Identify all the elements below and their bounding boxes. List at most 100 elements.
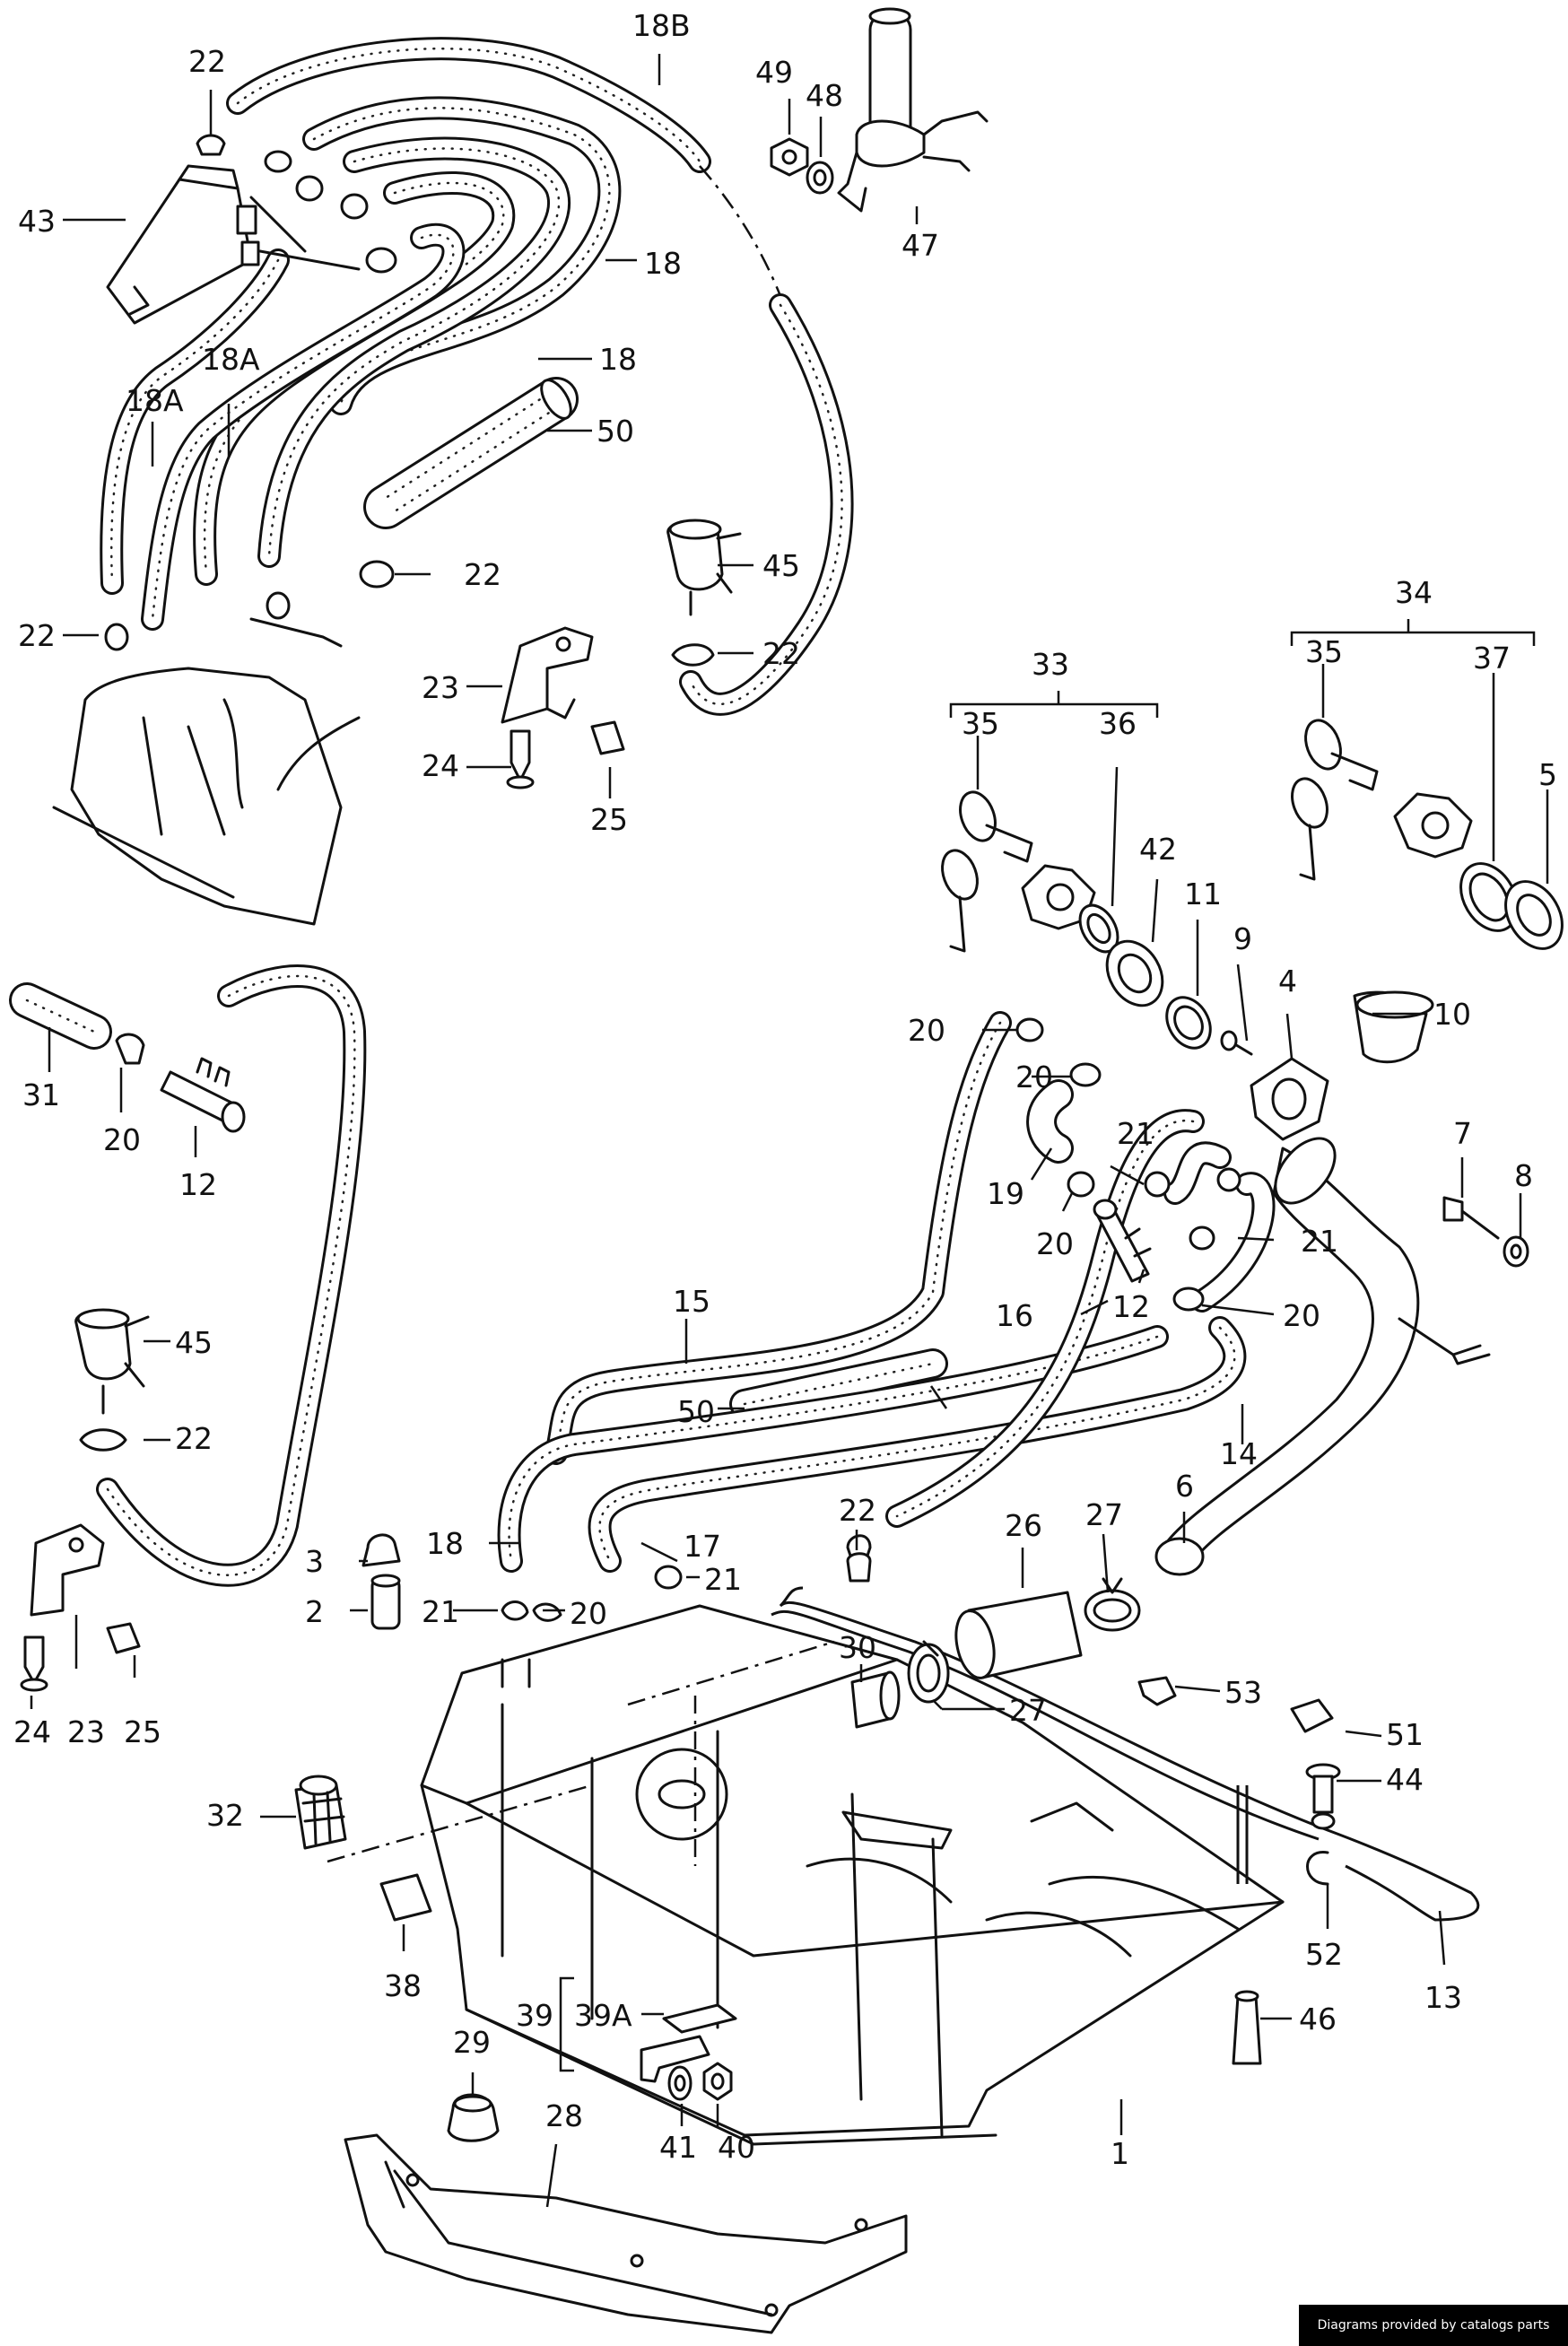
skid-plate — [344, 2133, 908, 2334]
bracket-23-lower — [30, 1523, 105, 1617]
callout-26: 26 — [1005, 1508, 1042, 1543]
upper-tank-segment — [52, 617, 361, 926]
callout-53: 53 — [1224, 1675, 1262, 1710]
callout-49: 49 — [755, 55, 793, 90]
callout-44: 44 — [1386, 1762, 1424, 1797]
callout-41: 41 — [659, 2130, 697, 2165]
callout-22-right: 22 — [762, 636, 800, 671]
pad-38 — [379, 1873, 432, 1922]
callout-22-left: 22 — [18, 618, 56, 653]
bracket-39 — [640, 2035, 710, 2083]
hose-50-upper — [363, 377, 579, 529]
hose-16 — [885, 1109, 1276, 1528]
clamp-20-group — [115, 1017, 1205, 1622]
grommet-22-mid — [846, 1552, 872, 1583]
callout-20-top: 20 — [908, 1013, 945, 1048]
callout-43: 43 — [18, 204, 56, 239]
callout-18-low: 18 — [426, 1526, 464, 1561]
vent-valve-45-lower — [74, 1308, 150, 1415]
callout-20-d: 20 — [1283, 1298, 1320, 1333]
callout-39A: 39A — [574, 1998, 632, 2033]
callout-27-top: 27 — [1085, 1497, 1123, 1532]
callout-40: 40 — [718, 2130, 755, 2165]
callout-18A-b: 18A — [126, 383, 184, 418]
callout-30: 30 — [839, 1630, 876, 1665]
t-connector-12-right — [1093, 1199, 1152, 1283]
mount-bracket-47 — [837, 7, 989, 213]
callout-18A-a: 18A — [202, 342, 260, 377]
key-set-35-left — [941, 790, 1033, 953]
callout-18-b: 18 — [599, 342, 637, 377]
callout-3: 3 — [305, 1544, 324, 1579]
callout-22-mid: 22 — [464, 557, 501, 592]
callout-5: 5 — [1538, 757, 1557, 792]
callout-27-low: 27 — [1009, 1693, 1047, 1728]
callout-52: 52 — [1305, 1937, 1343, 1972]
vent-valve-45-upper — [666, 519, 742, 616]
callout-1: 1 — [1111, 2136, 1129, 2171]
sleeve-2 — [370, 1574, 401, 1630]
nut-40 — [702, 2062, 733, 2101]
callout-11: 11 — [1184, 876, 1222, 911]
gasket-42 — [1105, 939, 1164, 1007]
callout-2: 2 — [305, 1594, 324, 1629]
callout-21-d: 21 — [704, 1562, 742, 1597]
screw-24-lower — [20, 1635, 48, 1692]
callout-22-top: 22 — [188, 44, 226, 79]
callout-labels: 18B 22 49 48 47 43 18 18 18A 18A 50 22 2… — [13, 8, 1557, 2171]
callout-21-a: 21 — [1117, 1116, 1154, 1151]
rubber-sleeve-31 — [9, 982, 112, 1050]
hose-left-vertical — [96, 964, 367, 1587]
callout-20-left: 20 — [103, 1122, 141, 1157]
callout-23-low: 23 — [67, 1714, 105, 1749]
callout-34: 34 — [1395, 575, 1433, 610]
callout-8: 8 — [1514, 1158, 1533, 1193]
callout-37: 37 — [1473, 641, 1511, 676]
callout-50-top: 50 — [597, 414, 634, 449]
callout-39: 39 — [516, 1998, 553, 2033]
callout-15: 15 — [673, 1284, 710, 1319]
bracket-23-upper — [501, 626, 594, 724]
clip-53 — [1137, 1676, 1177, 1706]
callout-22-low: 22 — [175, 1421, 213, 1456]
callout-21-c: 21 — [422, 1594, 459, 1629]
callout-45-low: 45 — [175, 1325, 213, 1360]
hose-clamp-27-low — [907, 1640, 950, 1704]
ring-37 — [1459, 862, 1519, 932]
filler-neck — [1154, 1137, 1491, 1576]
seal-11 — [1165, 996, 1212, 1050]
callout-21-b: 21 — [1301, 1224, 1338, 1259]
callout-33: 33 — [1032, 647, 1069, 682]
hose-sleeve-26 — [954, 1591, 1083, 1679]
callout-35-a: 35 — [962, 706, 999, 741]
callout-19: 19 — [987, 1176, 1024, 1211]
callout-13: 13 — [1424, 1980, 1462, 2015]
callout-20-low: 20 — [570, 1596, 607, 1631]
brace-33 — [949, 691, 1159, 718]
washer-8 — [1503, 1235, 1529, 1268]
callout-24-top: 24 — [422, 748, 459, 783]
lock-cylinder-34 — [1393, 792, 1473, 859]
cap-3 — [362, 1533, 401, 1567]
clip-51 — [1290, 1698, 1334, 1733]
screw-7 — [1442, 1196, 1500, 1240]
strainer-32 — [294, 1775, 347, 1850]
callout-24-low: 24 — [13, 1714, 51, 1749]
callout-6: 6 — [1175, 1469, 1194, 1504]
callout-18-a: 18 — [644, 246, 682, 281]
callout-36: 36 — [1099, 706, 1137, 741]
brace-39 — [559, 1976, 574, 2072]
clip-25-upper — [590, 720, 625, 755]
callout-23-top: 23 — [422, 670, 459, 705]
grommet-29 — [447, 2093, 500, 2142]
screw-9 — [1220, 1030, 1253, 1056]
callout-25-low: 25 — [124, 1714, 161, 1749]
callout-47: 47 — [902, 228, 939, 263]
screw-24-upper — [506, 729, 535, 789]
brace-34 — [1290, 619, 1536, 646]
vent-reservoir — [106, 164, 361, 325]
callout-9: 9 — [1233, 921, 1252, 956]
t-connector-12-left — [160, 1057, 246, 1133]
callout-7: 7 — [1453, 1116, 1472, 1151]
